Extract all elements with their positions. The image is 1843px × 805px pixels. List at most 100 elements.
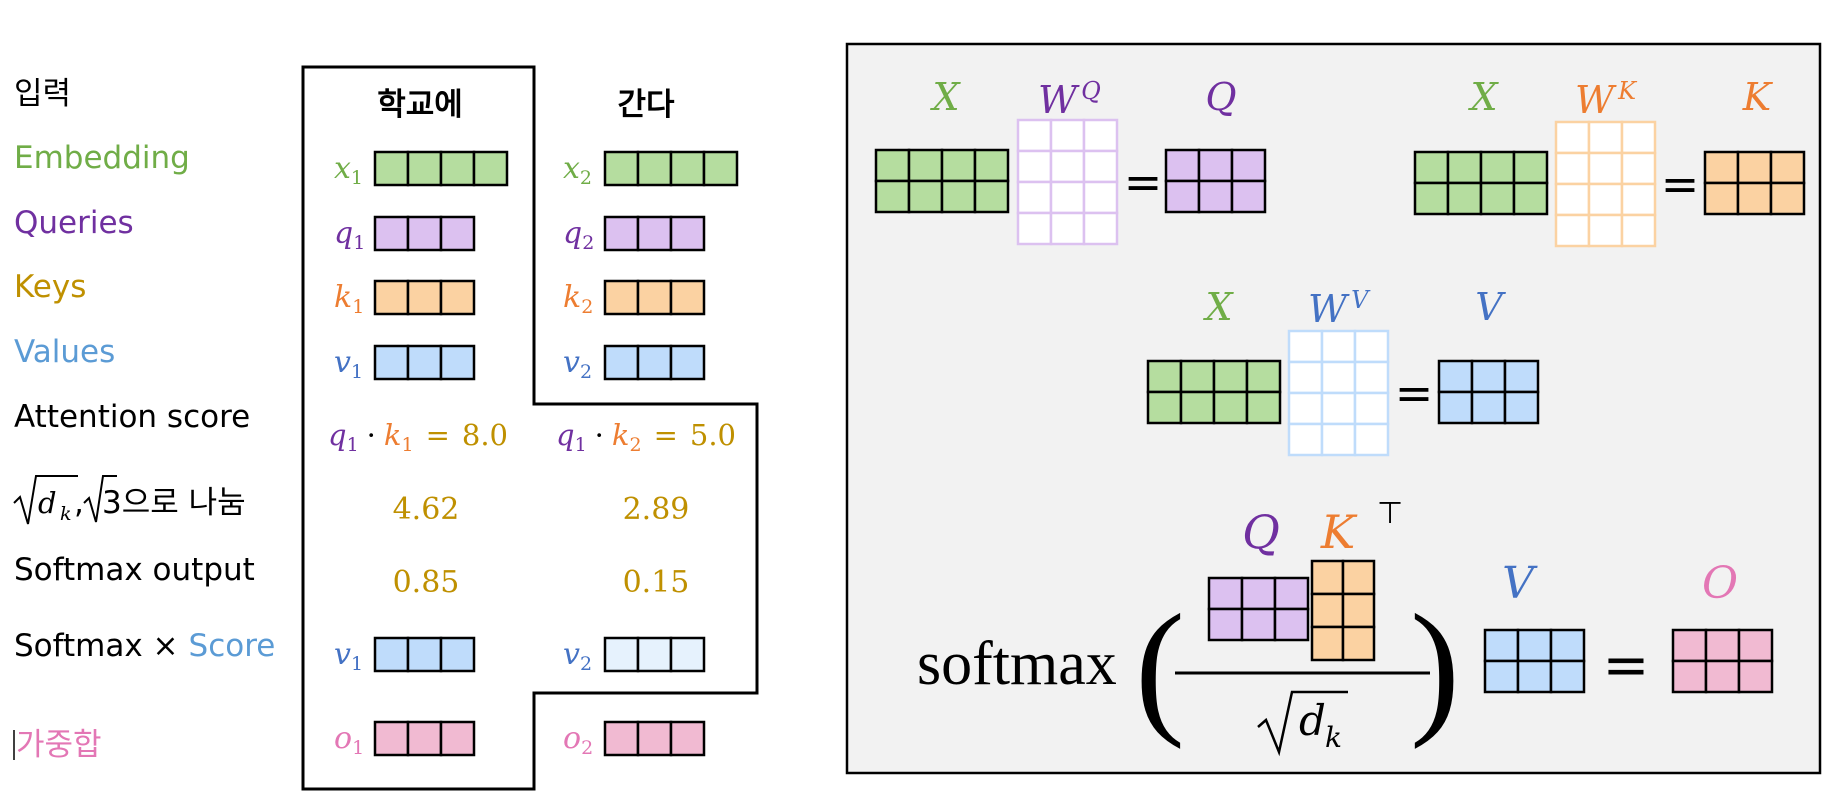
table-outline: [301, 65, 759, 791]
sqrt-sign-icon-2: [83, 475, 117, 523]
label-keys: Keys: [14, 269, 86, 305]
matrix-q-formula-cell: [1207, 576, 1244, 611]
matrix-x-q-cell: [940, 179, 977, 214]
matrix-wq-cell: [1049, 118, 1086, 153]
matrix-x-k-cell: [1446, 150, 1483, 185]
matrix-x-v-cell: [1146, 390, 1183, 425]
matrix-v-cell: [1470, 359, 1507, 394]
matrix-x-k-cell: [1413, 181, 1450, 216]
matrix-x-q-cell: [973, 148, 1010, 183]
matrix-x-k-cell: [1512, 181, 1549, 216]
sqrt-k-label: k: [1325, 721, 1342, 754]
k-vector-2-cell: [603, 279, 640, 316]
v-vector-weighted-2-cell: [636, 636, 673, 673]
matrix-k-cell: [1736, 150, 1773, 185]
v-vector-weighted-2-cell: [603, 636, 640, 673]
matrix-wk-cell: [1554, 120, 1591, 155]
attention-score-2: q1·k2=5.0: [556, 418, 736, 456]
matrix-v-formula-cell: [1549, 628, 1586, 663]
k1-symbol: k1: [334, 280, 364, 318]
matrix-o-formula: [1671, 628, 1774, 694]
matrix-x-k-cell: [1479, 150, 1516, 185]
column-2-symbols: x2 q2 k2 v2 v2 o2: [563, 151, 594, 759]
matrix-x-q: [874, 148, 1010, 214]
matrix-k-cell: [1703, 181, 1740, 216]
matrix-x-q-cell: [874, 148, 911, 183]
v-vector-1-cell: [439, 344, 476, 381]
sqrt-sign-icon: [13, 475, 78, 525]
matrix-kt-formula-cell: [1310, 559, 1345, 596]
v-vector-2-cell: [669, 344, 706, 381]
matrix-wv-cell: [1320, 329, 1357, 364]
q-vector-1-cell: [439, 215, 476, 252]
matrix-o-formula-cell: [1737, 628, 1774, 663]
svg-text:,: ,: [74, 485, 84, 521]
x-vector-1: [373, 150, 509, 187]
softmax-value-2: 0.15: [623, 565, 690, 600]
o-vector-1-cell: [373, 720, 410, 757]
q-vector-2: [603, 215, 706, 252]
label-queries: Queries: [14, 205, 134, 241]
k-vector-1-cell: [439, 279, 476, 316]
o-vector-1-cell: [439, 720, 476, 757]
scaled-value-2: 2.89: [623, 492, 690, 527]
matrix-k: [1703, 150, 1806, 216]
matrix-wq-cell: [1016, 149, 1053, 184]
matrix-o-formula-cell: [1704, 659, 1741, 694]
matrix-kt-formula-cell: [1341, 592, 1376, 629]
matrix-q-formula: [1207, 576, 1310, 642]
matrix-q-cell: [1230, 148, 1267, 183]
o-vector-1: [373, 720, 476, 757]
o-vector-1-cell: [406, 720, 443, 757]
v-vector-weighted-2-cell: [669, 636, 706, 673]
matrix-wv-cell: [1287, 329, 1324, 364]
matrix-wv-cell: [1353, 391, 1390, 426]
matrix-o-formula-cell: [1671, 659, 1708, 694]
matrix-v-cell: [1437, 390, 1474, 425]
matrix-wv-cell: [1287, 391, 1324, 426]
panel-q-label: Q: [1205, 75, 1236, 119]
matrix-x-q-cell: [940, 148, 977, 183]
q-vector-2-cell: [603, 215, 640, 252]
o2-symbol: o2: [563, 721, 593, 759]
q-vector-1-cell: [406, 215, 443, 252]
matrix-v-formula-cell: [1516, 659, 1553, 694]
x-vector-1-cell: [373, 150, 410, 187]
open-paren: (: [1135, 584, 1185, 750]
matrix-wv-cell: [1320, 360, 1357, 395]
matrix-wk-cell: [1587, 182, 1624, 217]
matrix-x-k: [1413, 150, 1549, 216]
matrix-x-q-cell: [907, 179, 944, 214]
o-vector-2-cell: [669, 720, 706, 757]
matrix-wk-cell: [1620, 213, 1657, 248]
matrix-q-cell: [1164, 148, 1201, 183]
k-vector-1: [373, 279, 476, 316]
matrix-v-cell: [1503, 390, 1540, 425]
v2-symbol-weighted: v2: [563, 637, 592, 675]
panel-v-equals: =: [1395, 366, 1434, 420]
v-vector-weighted-1: [373, 636, 476, 673]
row-labels: 입력 Embedding Queries Keys Values Attenti…: [13, 76, 275, 763]
matrix-wq-cell: [1016, 180, 1053, 215]
matrix-k-cell: [1703, 150, 1740, 185]
matrix-x-k-cell: [1512, 150, 1549, 185]
formula-o-label: O: [1702, 558, 1738, 609]
label-values: Values: [14, 334, 115, 370]
matrix-q-formula-cell: [1240, 576, 1277, 611]
v-vector-1-cell: [373, 344, 410, 381]
matrix-x-k-cell: [1479, 181, 1516, 216]
q1-symbol: q1: [334, 216, 365, 254]
matrix-wv-cell: [1287, 422, 1324, 457]
panel-v-label: V: [1475, 285, 1506, 329]
x-vector-2-cell: [669, 150, 706, 187]
matrix-wq-cell: [1082, 149, 1119, 184]
k-vector-2-cell: [636, 279, 673, 316]
label-embedding: Embedding: [14, 140, 190, 176]
matrix-o-formula-cell: [1737, 659, 1774, 694]
matrix-wq: [1016, 118, 1119, 246]
score-value-2: 5.0: [690, 418, 736, 452]
x1-symbol: x1: [334, 151, 363, 189]
matrix-v-formula-cell: [1483, 628, 1520, 663]
matrix-q-formula-cell: [1207, 607, 1244, 642]
